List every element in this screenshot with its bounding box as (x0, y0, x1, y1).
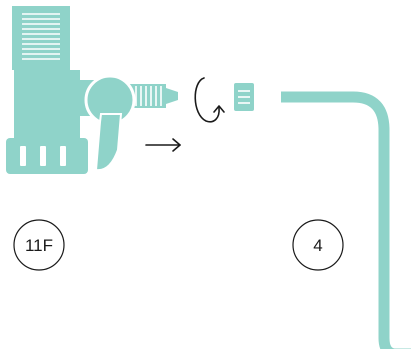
valve-body (14, 70, 80, 140)
supply-hose (281, 91, 411, 349)
valve-handle-lever (94, 113, 123, 172)
valve-top-thread (12, 6, 70, 70)
callout-11f: 11F (13, 219, 65, 271)
angle-stop-valve (6, 6, 178, 174)
callout-4: 4 (292, 219, 344, 271)
compression-nut (234, 83, 254, 111)
right-arrow-icon (145, 138, 181, 152)
valve-outlet-thread (128, 84, 178, 108)
callout-11f-label: 11F (25, 236, 53, 255)
callout-4-label: 4 (313, 236, 322, 255)
valve-base-nut (6, 138, 88, 174)
rotate-clockwise-icon (194, 77, 225, 123)
